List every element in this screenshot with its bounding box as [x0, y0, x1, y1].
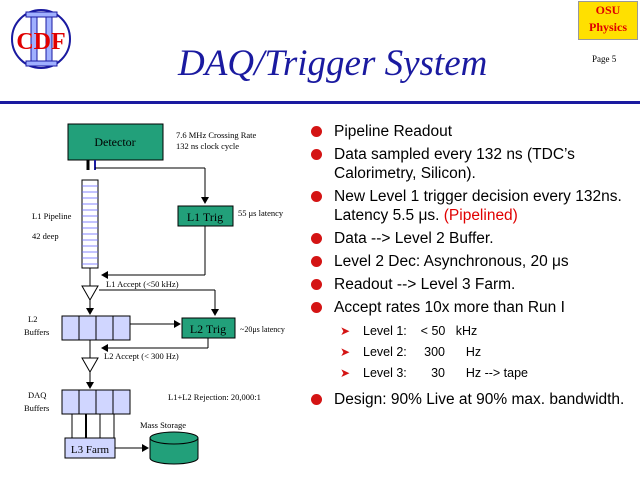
- sub-text: Level 2: 300 Hz: [363, 345, 482, 359]
- title-rule: [0, 101, 640, 104]
- logo-text: CDF: [16, 29, 65, 55]
- bullet-list: Pipeline Readout Data sampled every 132 …: [308, 122, 638, 413]
- bullet-text: Pipeline Readout: [334, 123, 453, 140]
- bullet-item: Level 2 Dec: Asynchronous, 20 μs: [308, 252, 638, 271]
- sub-item: ➤ Level 1: < 50 kHz: [308, 321, 638, 342]
- page-title: DAQ/Trigger System: [178, 43, 488, 84]
- bullet-text: Level 2 Dec: Asynchronous, 20 μs: [334, 253, 569, 270]
- bullet-dot-icon: [311, 233, 322, 244]
- arrow-icon: ➤: [340, 345, 351, 359]
- l2-latency: ~20μs latency: [240, 325, 285, 334]
- bullet-dot-icon: [311, 126, 322, 137]
- bullet-text: Accept rates 10x more than Run I: [334, 299, 565, 316]
- l1-latency: 55 μs latency: [238, 208, 284, 218]
- bullet-item: Data --> Level 2 Buffer.: [308, 229, 638, 248]
- bullet-dot-icon: [311, 279, 322, 290]
- l2-trig-label: L2 Trig: [190, 322, 226, 336]
- sub-item: ➤ Level 2: 300 Hz: [308, 342, 638, 363]
- l1-pipeline-label: L1 Pipeline: [32, 211, 72, 221]
- bullet-item: Data sampled every 132 ns (TDC’s Calorim…: [308, 145, 638, 183]
- l3-farm-label: L3 Farm: [71, 444, 110, 456]
- daq-label-2: Buffers: [24, 403, 49, 413]
- bullet-text: Data --> Level 2 Buffer.: [334, 230, 494, 247]
- pipelined-note: (Pipelined): [443, 207, 518, 224]
- detector-box: [67, 123, 164, 161]
- bullet-dot-icon: [311, 394, 322, 405]
- osu-physics-badge: OSU Physics: [578, 1, 638, 40]
- bullet-dot-icon: [311, 256, 322, 267]
- bullet-item: Pipeline Readout: [308, 122, 638, 141]
- arrow-icon: ➤: [340, 324, 351, 338]
- badge-line1: OSU: [595, 3, 621, 17]
- bullet-text: Readout --> Level 3 Farm.: [334, 276, 516, 293]
- bullet-item: Readout --> Level 3 Farm.: [308, 275, 638, 294]
- arrow-icon: ➤: [340, 366, 351, 380]
- deep-label: 42 deep: [32, 231, 59, 241]
- l2-buffers-label-2: Buffers: [24, 327, 49, 337]
- sub-item: ➤ Level 3: 30 Hz --> tape: [308, 363, 638, 384]
- rejection-label: L1+L2 Rejection: 20,000:1: [168, 392, 261, 402]
- bullet-dot-icon: [311, 149, 322, 160]
- bullet-text: Design: 90% Live at 90% max. bandwidth.: [334, 391, 625, 408]
- bullet-text: New Level 1 trigger decision every 132ns…: [334, 188, 622, 224]
- bullet-item: Design: 90% Live at 90% max. bandwidth.: [308, 390, 638, 409]
- crossing-rate: 7.6 MHz Crossing Rate: [176, 130, 257, 140]
- sub-text: Level 3: 30 Hz --> tape: [363, 366, 529, 380]
- bullet-dot-icon: [311, 302, 322, 313]
- daq-label-1: DAQ: [28, 390, 46, 400]
- l2-accept: L2 Accept (< 300 Hz): [104, 351, 179, 361]
- detector-label: Detector: [94, 135, 135, 149]
- bullet-item: Accept rates 10x more than Run I: [308, 298, 638, 317]
- bullet-item: New Level 1 trigger decision every 132ns…: [308, 187, 638, 225]
- bullet-text: Data sampled every 132 ns (TDC’s Calorim…: [334, 146, 575, 182]
- l1-pipeline: [81, 179, 99, 269]
- page-number: Page 5: [592, 54, 617, 64]
- clock-cycle: 132 ns clock cycle: [176, 141, 239, 151]
- l1-trig-label: L1 Trig: [187, 210, 223, 224]
- mass-storage-label: Mass Storage: [140, 420, 186, 430]
- l2-buffers-label-1: L2: [28, 314, 37, 324]
- daq-diagram: Detector 7.6 MHz Crossing Rate 132 ns cl…: [24, 123, 285, 465]
- l1-accept: L1 Accept (<50 kHz): [106, 279, 179, 289]
- cdf-logo: CDF: [11, 9, 71, 69]
- bullet-dot-icon: [311, 191, 322, 202]
- badge-line2: Physics: [588, 20, 627, 34]
- sub-text: Level 1: < 50 kHz: [363, 324, 478, 338]
